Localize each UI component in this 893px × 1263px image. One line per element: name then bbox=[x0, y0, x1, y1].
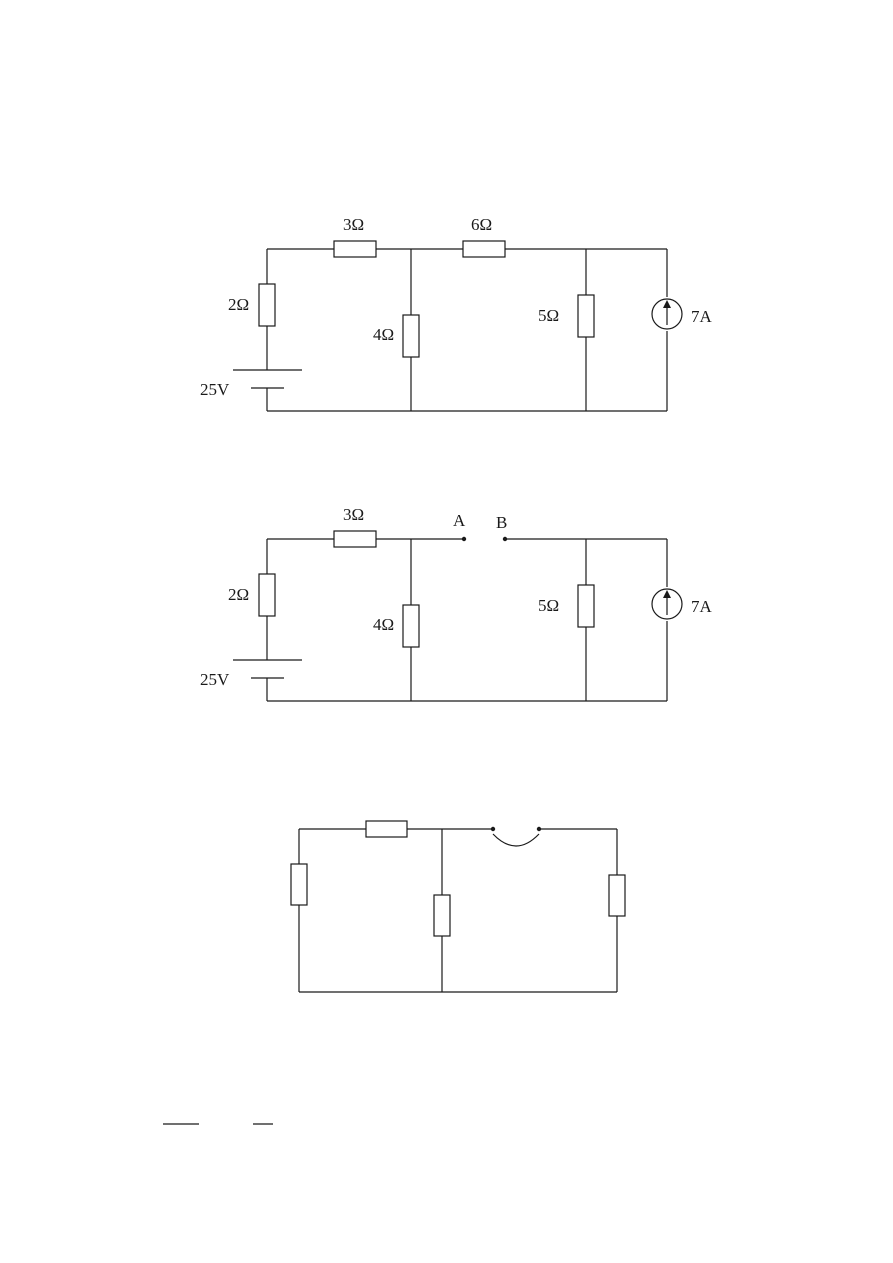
c2-label-4ohm: 4Ω bbox=[373, 615, 394, 634]
c3-resistor-left bbox=[290, 863, 308, 906]
c1-label-3ohm: 3Ω bbox=[343, 215, 364, 234]
c1-label-4ohm: 4Ω bbox=[373, 325, 394, 344]
c1-resistor-6ohm bbox=[462, 240, 506, 258]
c2-label-2ohm: 2Ω bbox=[228, 585, 249, 604]
c2-arrow-head-icon bbox=[663, 590, 671, 598]
c3-terminal-right-node bbox=[536, 826, 542, 832]
c2-label-3ohm: 3Ω bbox=[343, 505, 364, 524]
c2-resistor-5ohm bbox=[577, 584, 595, 628]
c1-resistor-2ohm bbox=[258, 283, 276, 327]
circuit-3 bbox=[290, 820, 626, 993]
c2-resistor-3ohm bbox=[333, 530, 377, 548]
c3-terminal-left-node bbox=[490, 826, 496, 832]
c3-resistor-mid bbox=[433, 894, 451, 937]
circuit-1: 3Ω 6Ω 2Ω 4Ω 5Ω 25V 7A bbox=[200, 215, 713, 412]
c2-resistor-2ohm bbox=[258, 573, 276, 617]
c2-terminal-a-node bbox=[461, 536, 467, 542]
c1-label-25v: 25V bbox=[200, 380, 230, 399]
c3-short-link bbox=[492, 833, 540, 847]
c3-resistor-right bbox=[608, 874, 626, 917]
c1-resistor-3ohm bbox=[333, 240, 377, 258]
c1-label-7a: 7A bbox=[691, 307, 713, 326]
c1-label-6ohm: 6Ω bbox=[471, 215, 492, 234]
c1-resistor-4ohm bbox=[402, 314, 420, 358]
c1-resistor-5ohm bbox=[577, 294, 595, 338]
c1-label-5ohm: 5Ω bbox=[538, 306, 559, 325]
c2-label-terminal-a: A bbox=[453, 511, 466, 530]
c3-resistor-top bbox=[365, 820, 408, 838]
circuit-2: 3Ω 2Ω 4Ω 5Ω 25V 7A A B bbox=[200, 505, 713, 702]
c2-terminal-b-node bbox=[502, 536, 508, 542]
c2-label-25v: 25V bbox=[200, 670, 230, 689]
c2-label-terminal-b: B bbox=[496, 513, 507, 532]
c2-label-5ohm: 5Ω bbox=[538, 596, 559, 615]
c2-label-7a: 7A bbox=[691, 597, 713, 616]
c1-label-2ohm: 2Ω bbox=[228, 295, 249, 314]
c2-resistor-4ohm bbox=[402, 604, 420, 648]
c1-arrow-head-icon bbox=[663, 300, 671, 308]
